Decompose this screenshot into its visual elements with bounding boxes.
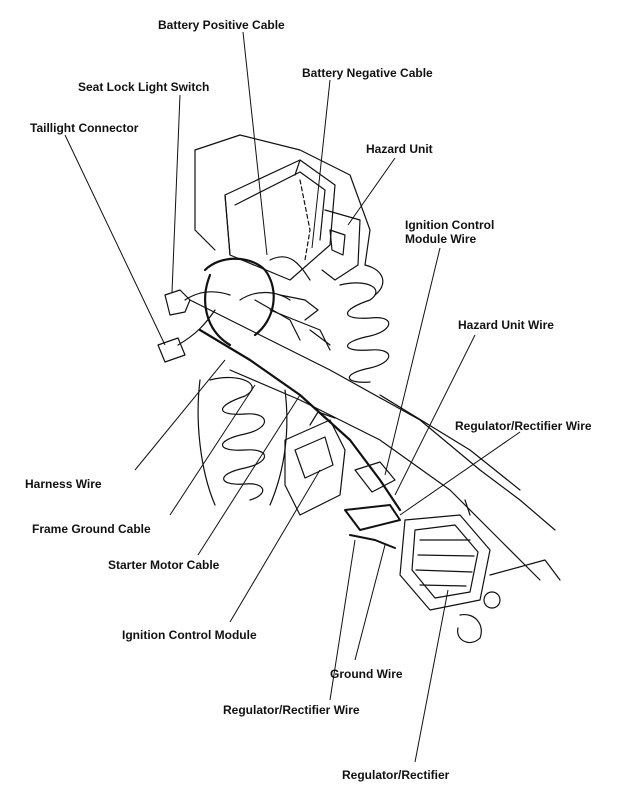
label-taillight-connector: Taillight Connector bbox=[30, 121, 139, 135]
label-regulator-rectifier: Regulator/Rectifier bbox=[342, 768, 450, 782]
label-ground-wire: Ground Wire bbox=[330, 667, 403, 681]
label-hazard-unit-wire: Hazard Unit Wire bbox=[458, 318, 554, 332]
label-seat-lock-light-switch: Seat Lock Light Switch bbox=[78, 80, 210, 94]
label-frame-ground-cable: Frame Ground Cable bbox=[32, 522, 151, 536]
seat-lock-switch bbox=[164, 289, 191, 316]
label-harness-wire: Harness Wire bbox=[25, 477, 102, 491]
rear-shock-upper bbox=[339, 264, 390, 383]
label-starter-motor-cable: Starter Motor Cable bbox=[108, 558, 220, 572]
battery-box bbox=[224, 159, 336, 281]
frame-rail-upper bbox=[194, 134, 371, 266]
regulator-rectifier-body bbox=[399, 514, 491, 611]
label-regulator-rectifier-wire-right: Regulator/Rectifier Wire bbox=[455, 419, 592, 433]
frame-rail-left bbox=[194, 149, 216, 251]
leader-lines bbox=[64, 31, 521, 763]
label-battery-positive-cable: Battery Positive Cable bbox=[158, 18, 285, 32]
label-regulator-rectifier-wire-bottom: Regulator/Rectifier Wire bbox=[223, 703, 360, 717]
connector-cluster bbox=[354, 461, 396, 493]
label-ignition-control-module-wire: Ignition Control Module Wire bbox=[405, 218, 495, 246]
label-ignition-control-module: Ignition Control Module bbox=[122, 628, 257, 642]
label-hazard-unit: Hazard Unit bbox=[366, 142, 433, 156]
frame-rail-long bbox=[189, 299, 556, 531]
taillight-connector bbox=[157, 337, 186, 363]
label-battery-negative-cable: Battery Negative Cable bbox=[302, 66, 433, 80]
hazard-unit-bracket bbox=[321, 209, 361, 281]
main-harness bbox=[198, 257, 402, 512]
ignition-control-module-body bbox=[284, 419, 346, 516]
